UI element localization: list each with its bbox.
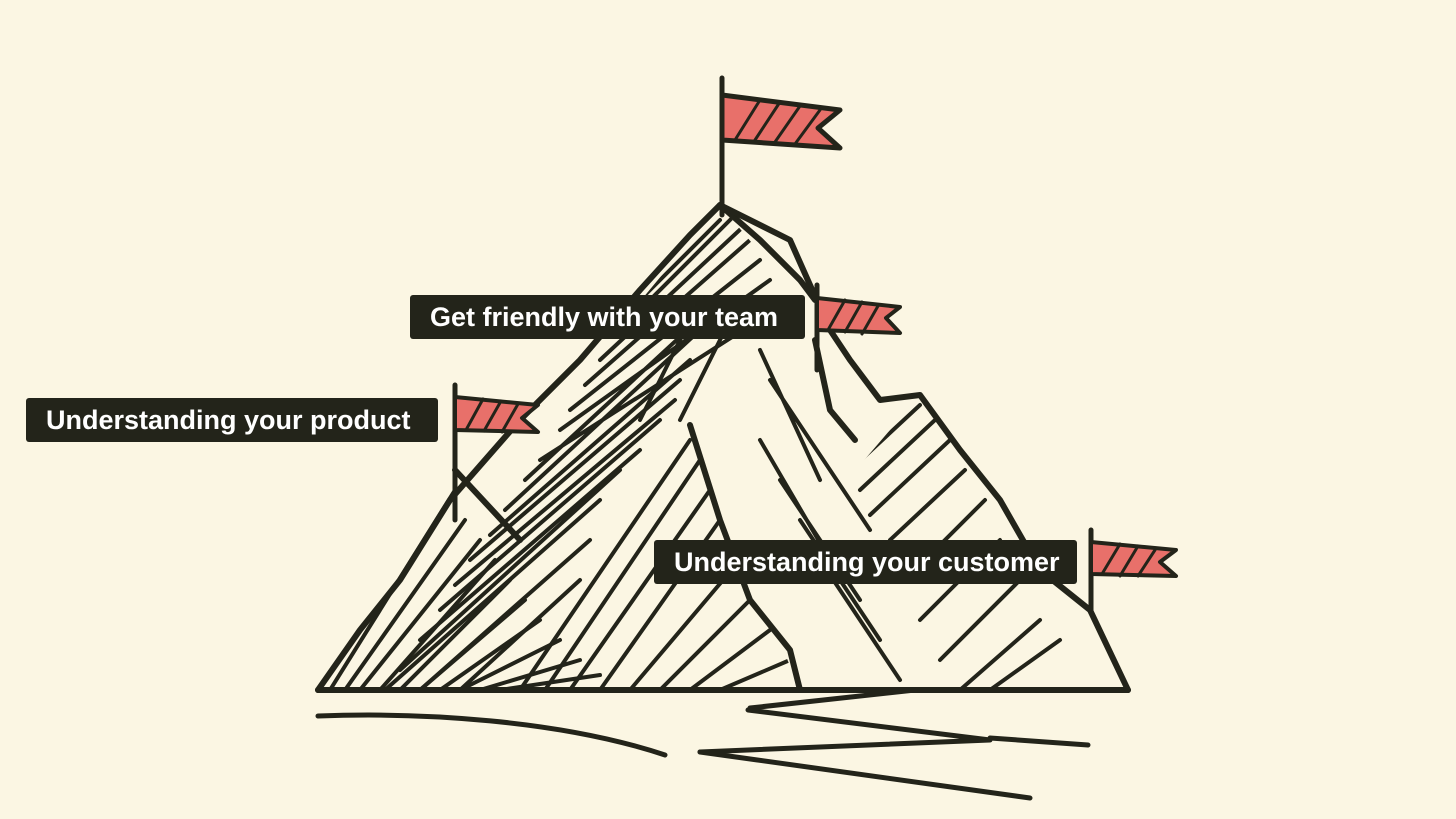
customer-label: Understanding your customer xyxy=(654,540,1077,584)
team-flag xyxy=(815,296,902,336)
summit-flag xyxy=(719,92,843,151)
team-label: Get friendly with your team xyxy=(410,295,805,339)
product-label: Understanding your product xyxy=(26,398,438,442)
middle-peak-hatching xyxy=(518,438,792,690)
ground-strokes xyxy=(315,687,1091,801)
customer-flag xyxy=(1089,540,1178,578)
mountain-outlines xyxy=(315,202,1131,693)
flag-poles xyxy=(452,75,1094,613)
product-flag xyxy=(453,395,540,434)
